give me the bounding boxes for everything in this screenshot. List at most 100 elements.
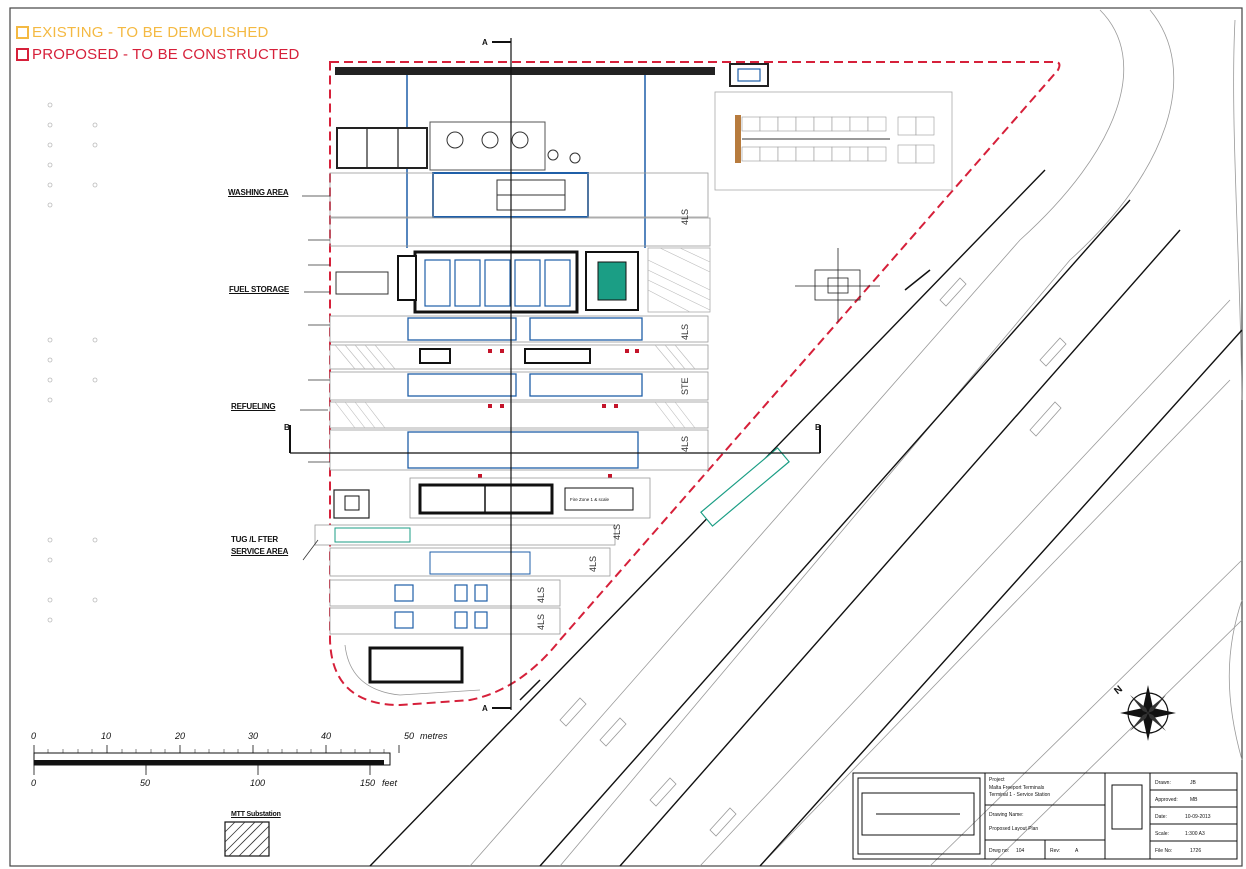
fuel-tank-cells (424, 259, 571, 307)
fire-zone-box (564, 487, 634, 511)
tug-bay (334, 527, 411, 543)
existing-markers (47, 102, 98, 623)
scale-feet-unit: feet (382, 778, 398, 788)
lane-label: 4LS (588, 556, 598, 572)
road-arrows (559, 277, 1067, 837)
scale-metres-0: 0 (31, 731, 37, 741)
tb-approved-label: Approved: (1155, 797, 1178, 803)
label-washing-area: WASHING AREA (228, 188, 289, 197)
lane-label: 4LS (536, 587, 546, 603)
proposed-site-boundary (329, 61, 1061, 707)
lane-label: 4LS (612, 524, 622, 540)
tb-project-value-1: Malta Freeport Terminals (989, 785, 1045, 791)
shelter-curve (344, 644, 481, 696)
north-arrow-icon: N (1112, 684, 1176, 741)
equipment-room (336, 127, 428, 169)
scale-bar (33, 745, 400, 775)
legend-proposed-swatch (16, 48, 29, 61)
parking-area (714, 91, 953, 191)
tug-bay-blue (429, 551, 531, 575)
canopy-bar (335, 67, 715, 75)
pump-markers (478, 349, 639, 478)
scale-metres-40: 40 (321, 731, 332, 741)
washing-lanes (329, 172, 711, 247)
fuel-storage-left (397, 255, 417, 301)
lpg-tank-inner (597, 261, 627, 301)
tb-rev-value: A (1075, 848, 1079, 854)
label-mtt-substation: MTT Substation (231, 811, 281, 818)
tb-project-label: Project (989, 777, 1005, 783)
scale-metres-50: 50 (404, 731, 415, 741)
survey-marker (795, 248, 880, 322)
refuelling-lanes (329, 315, 709, 471)
tb-drawing-no-value: 104 (1016, 848, 1025, 854)
lane-labels: 4LS 4LS STE 4LS 4LS 4LS 4LS 4LS (536, 209, 690, 630)
parking-bays (741, 116, 935, 164)
tb-drawing-no-label: Drwg no: (989, 848, 1010, 854)
sheet-border (9, 7, 1243, 867)
road-marker (904, 269, 931, 291)
tb-date-label: Date: (1155, 814, 1167, 820)
label-leaders (300, 195, 330, 561)
tb-drawn-label: Drawn: (1155, 780, 1171, 786)
kiosk-inner (737, 68, 761, 82)
scale-feet-150: 150 (360, 778, 376, 788)
legend-existing-swatch (16, 26, 29, 39)
fire-zone-label: Fire Zone 1 & scale (570, 497, 610, 502)
tb-rev-label: Rev: (1050, 848, 1061, 854)
parking-wall (735, 115, 741, 163)
tanks (446, 131, 581, 164)
entry-gate (700, 447, 790, 527)
compressor-unit (344, 495, 360, 511)
tb-approved-value: MB (1190, 797, 1198, 803)
tb-project-value-2: Terminal 1 - Service Station (989, 792, 1051, 798)
scale-feet-100: 100 (250, 778, 266, 788)
service-building-core (418, 483, 554, 515)
scale-metres-unit: metres (420, 731, 448, 741)
tb-drawing-name-label: Drawing Name: (989, 812, 1024, 818)
section-a-bottom-label: A (482, 704, 488, 713)
section-b-right-label: B (815, 423, 821, 432)
lane-label: 4LS (680, 209, 690, 225)
lane-label: 4LS (680, 324, 690, 340)
lane-label: STE (680, 377, 690, 395)
tb-date-value: 10-09-2013 (1185, 814, 1211, 820)
substation-hatch (224, 821, 270, 857)
section-a-top-label: A (482, 38, 488, 47)
lane-label: 4LS (680, 436, 690, 452)
tb-file-value: 1726 (1190, 848, 1202, 854)
mtt-substation (224, 821, 270, 857)
scale-metres-20: 20 (175, 731, 186, 741)
legend-existing-label: EXISTING - TO BE DEMOLISHED (32, 24, 269, 41)
section-b-left-label: B (284, 423, 290, 432)
tb-file-label: File No: (1155, 848, 1173, 854)
scale-metres-30: 30 (248, 731, 259, 741)
shelter-building (368, 646, 464, 684)
road-marker (519, 679, 541, 701)
legend-existing: EXISTING - TO BE DEMOLISHED (16, 24, 269, 41)
tug-units (394, 584, 488, 629)
tb-drawing-name-value: Proposed Layout Plan (989, 826, 1039, 832)
road-lines (469, 9, 1243, 867)
title-block (852, 772, 1238, 860)
scale-metres-10: 10 (101, 731, 112, 741)
legend-proposed-label: PROPOSED - TO BE CONSTRUCTED (32, 46, 300, 63)
fuel-islands (407, 317, 643, 469)
label-tug-lifter: TUG /L FTER (231, 535, 278, 544)
hatch-lines (647, 247, 711, 313)
svg-text:N: N (1112, 684, 1125, 697)
fuel-storage-office (335, 271, 389, 295)
legend-proposed: PROPOSED - TO BE CONSTRUCTED (16, 46, 300, 63)
label-refuelling: REFUELING (231, 402, 276, 411)
tb-drawn-value: JB (1190, 780, 1196, 786)
label-fuel-storage: FUEL STORAGE (229, 285, 289, 294)
tb-scale-value: 1:300 A3 (1185, 831, 1205, 837)
dispensers (419, 348, 591, 364)
scale-feet-0: 0 (31, 778, 37, 788)
lane-label: 4LS (536, 614, 546, 630)
hatched-islands (334, 344, 696, 429)
tb-scale-label: Scale: (1155, 831, 1169, 837)
scale-feet-50: 50 (140, 778, 151, 788)
label-service-area: SERVICE AREA (231, 547, 289, 556)
